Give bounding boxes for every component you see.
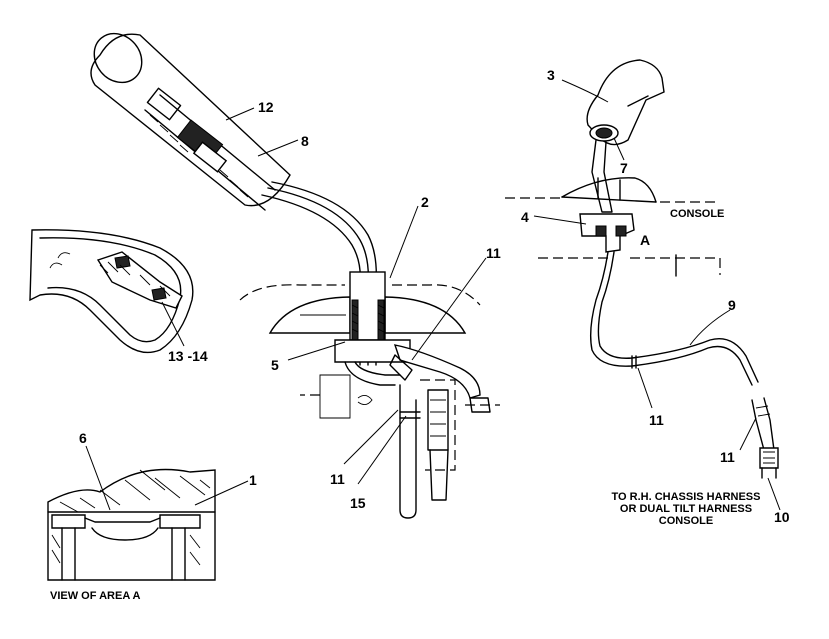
label-13-14: 13 -14 [168, 348, 208, 364]
right-handle-assembly [505, 59, 779, 479]
console-section [239, 271, 500, 519]
view-of-area-a-detail [47, 468, 216, 581]
label-11-connector: 11 [720, 449, 735, 465]
label-4: 4 [521, 209, 529, 225]
view-a-marker: A [640, 232, 650, 248]
label-1: 1 [249, 472, 257, 488]
label-9: 9 [728, 297, 736, 313]
view-of-area-a-caption: VIEW OF AREA A [50, 590, 141, 602]
label-7: 7 [620, 160, 628, 176]
label-11-bottom: 11 [330, 471, 345, 487]
harness-caption-line1: TO R.H. CHASSIS HARNESS [612, 491, 761, 503]
captions: CONSOLE A VIEW OF AREA A TO R.H. CHASSIS… [50, 208, 760, 602]
label-2: 2 [421, 194, 429, 210]
label-10: 10 [774, 509, 790, 525]
harness-caption-line2: OR DUAL TILT HARNESS [620, 503, 752, 515]
console-caption: CONSOLE [670, 208, 724, 220]
grip-detail [29, 229, 194, 354]
label-8: 8 [301, 133, 309, 149]
label-5: 5 [271, 357, 279, 373]
label-3: 3 [547, 67, 555, 83]
callout-labels: 12 8 2 11 5 11 15 13 -14 6 1 3 7 4 9 11 … [79, 67, 790, 525]
leader-lines [85, 79, 781, 511]
label-6: 6 [79, 430, 87, 446]
label-12: 12 [258, 99, 274, 115]
label-11-console: 11 [486, 245, 501, 261]
label-15: 15 [350, 495, 366, 511]
label-11-cable: 11 [649, 412, 664, 428]
harness-caption-line3: CONSOLE [659, 515, 713, 527]
cutaway-handle [90, 32, 291, 211]
